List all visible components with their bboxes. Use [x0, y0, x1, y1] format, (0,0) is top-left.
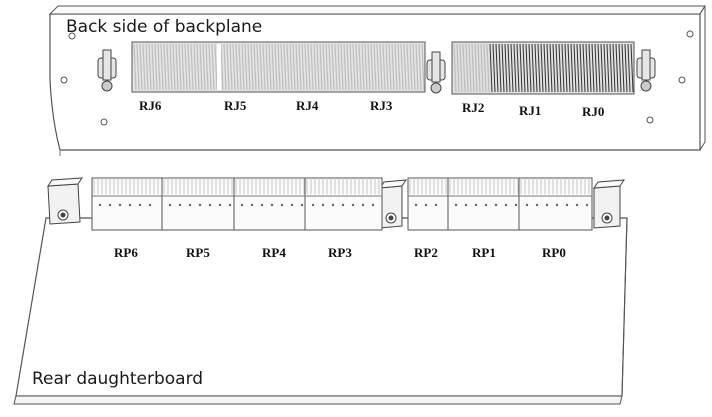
- daughterboard-edge: [13, 395, 623, 405]
- connector-label-rj2: RJ2: [462, 100, 484, 115]
- connector-label-rp2: RP2: [414, 245, 438, 260]
- connector-label-rp3: RP3: [328, 245, 352, 260]
- connector-label-rp0: RP0: [542, 245, 566, 260]
- backplane-connector-block-left: [131, 41, 426, 93]
- connector-label-rp4: RP4: [262, 245, 286, 260]
- daughterboard: RP6 RP5 RP4 RP3 RP2 RP1 RP0: [13, 177, 628, 405]
- end-block-left: [47, 177, 83, 225]
- guide-pin-middle: [426, 51, 446, 94]
- daughterboard-connector-modules: [91, 177, 593, 231]
- connector-label-rj3: RJ3: [370, 98, 393, 113]
- connector-label-rp5: RP5: [186, 245, 210, 260]
- backplane-pin-field-left: [132, 42, 425, 92]
- backplane-mounting-holes: [60, 30, 694, 126]
- backplane-pin-field-right: [452, 42, 634, 94]
- backplane-caption: Back side of backplane: [66, 17, 263, 37]
- backplane-flange: [48, 5, 706, 15]
- guide-pin-right: [636, 49, 656, 92]
- backplane: RJ6 RJ5 RJ4 RJ3 RJ2 RJ1 RJ0: [48, 5, 706, 156]
- connector-label-rj1: RJ1: [519, 103, 541, 118]
- connector-label-rj0: RJ0: [582, 104, 604, 119]
- connector-label-rj5: RJ5: [224, 98, 247, 113]
- connector-label-rj4: RJ4: [296, 98, 319, 113]
- backplane-connector-block-right: [451, 41, 635, 95]
- daughterboard-caption: Rear daughterboard: [32, 369, 204, 389]
- connector-label-rp1: RP1: [472, 245, 496, 260]
- connector-label-rj6: RJ6: [139, 98, 162, 113]
- end-block-right: [593, 179, 625, 229]
- guide-pin-left: [97, 49, 117, 92]
- connector-label-rp6: RP6: [114, 245, 138, 260]
- end-block-middle: [379, 179, 407, 229]
